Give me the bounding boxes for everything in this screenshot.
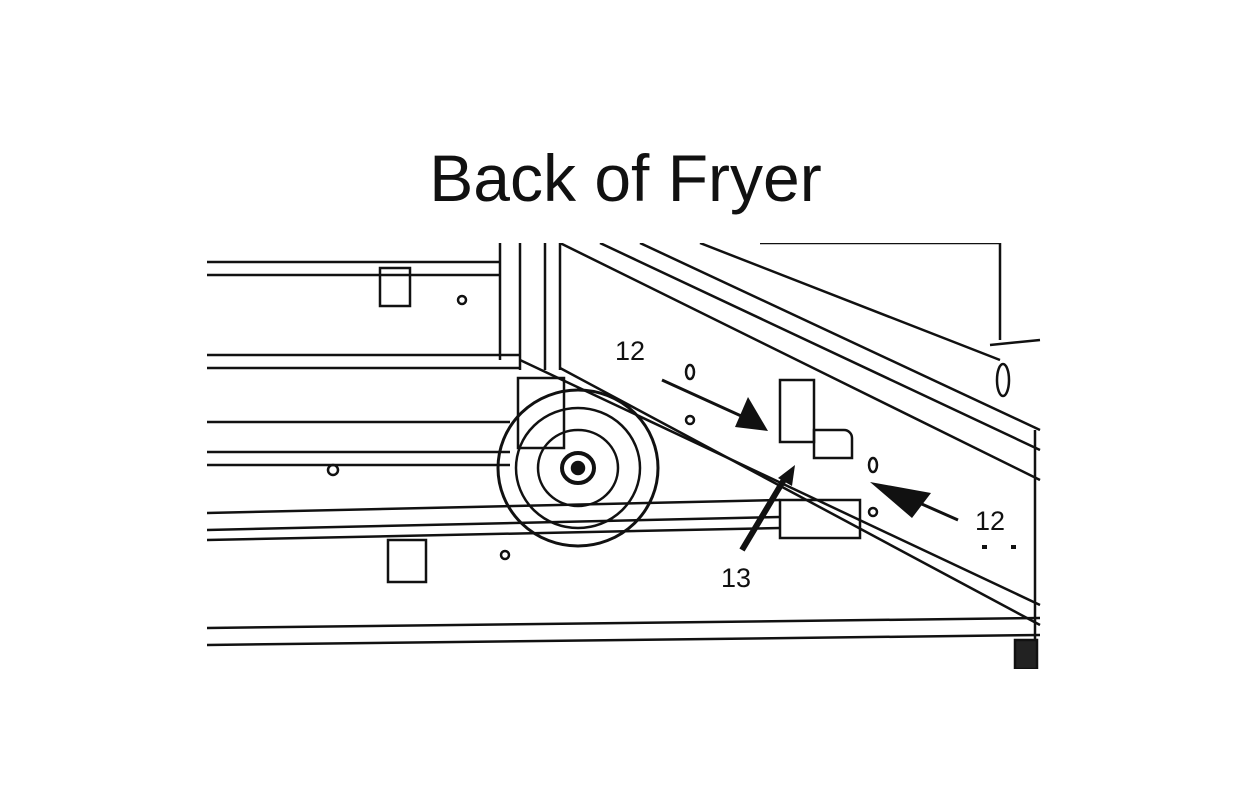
callout-label-12-lower: 12 (975, 506, 1005, 536)
callout-dots (982, 545, 1016, 549)
diagram-title: Back of Fryer (429, 141, 822, 215)
fryer-frame-drawing (207, 243, 1041, 669)
callout-arrow-13 (739, 465, 795, 552)
callout-label-13: 13 (721, 563, 751, 593)
callout-label-12-upper: 12 (615, 336, 645, 366)
callout-arrow-12-lower (870, 482, 959, 522)
callout-arrow-12-upper (661, 378, 768, 431)
